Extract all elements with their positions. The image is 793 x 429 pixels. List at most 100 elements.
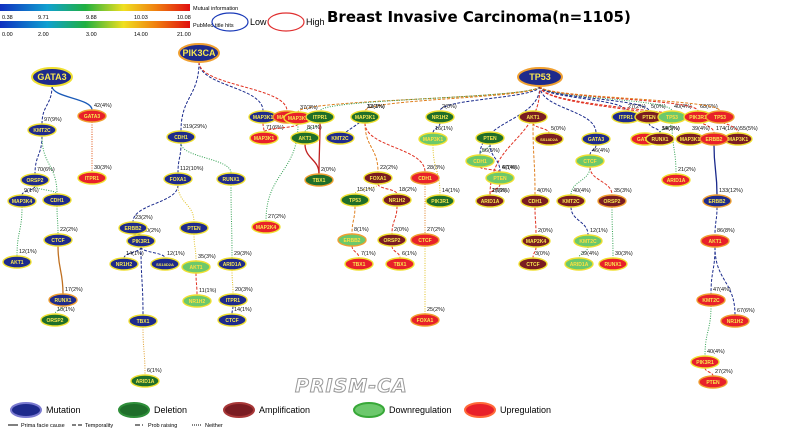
low-label: Low [250, 17, 267, 27]
node-shape [517, 67, 563, 87]
edge-kmt2c_a-orsp2_a [34, 135, 43, 175]
node-arid1a_a[interactable]: ARID1A [217, 257, 247, 271]
node-shape [109, 257, 139, 271]
edge-label: 27(2%) [268, 214, 286, 220]
node-tbx1_a[interactable]: TBX1 [128, 314, 158, 328]
node-tbx1_b[interactable]: TBX1 [304, 173, 334, 187]
node-pik3r1_a[interactable]: PIK3R1 [126, 234, 156, 248]
node-cdh1_e[interactable]: CDH1 [520, 194, 550, 208]
node-gata3u[interactable]: GATA3 [77, 109, 107, 123]
node-akt1_b[interactable]: AKT1 [181, 260, 211, 274]
node-runx1_d[interactable]: RUNX1 [645, 132, 675, 146]
node-nr1h2_b[interactable]: NR1H2 [182, 294, 212, 308]
node-pten_c[interactable]: PTEN [485, 171, 515, 185]
node-ctcf_b[interactable]: CTCF [217, 313, 247, 327]
node-erbb2_a[interactable]: ERBB2 [118, 221, 148, 235]
node-shape [217, 313, 247, 327]
node-ctcf_c[interactable]: CTCF [410, 233, 440, 247]
node-tp53_d[interactable]: TP53 [705, 110, 735, 124]
node-orsp2_b[interactable]: ORSP2 [40, 313, 70, 327]
node-cdh1_d[interactable]: CDH1 [465, 154, 495, 168]
node-nr1h2_d[interactable]: NR1H2 [425, 110, 455, 124]
node-tbx1_c[interactable]: TBX1 [344, 257, 374, 271]
node-label: NR1H2 [189, 299, 206, 305]
node-label: MAP3K4 [12, 199, 33, 205]
node-label: TP53 [349, 198, 361, 204]
node-orsp2_c[interactable]: ORSP2 [377, 233, 407, 247]
node-erbb2_d[interactable]: ERBB2 [702, 194, 732, 208]
node-cdh1_a[interactable]: CDH1 [42, 193, 72, 207]
node-foxa1_a[interactable]: FOXA1 [163, 172, 193, 186]
edge-pik3ca-map3k1_a [198, 61, 264, 112]
node-ss18_b[interactable]: SS18D2A [534, 132, 564, 146]
node-orsp2_d[interactable]: ORSP2 [597, 194, 627, 208]
node-cdh1_b[interactable]: CDH1 [166, 130, 196, 144]
node-shape [305, 110, 335, 124]
node-label: AKT1 [298, 136, 311, 142]
node-ctcf_d[interactable]: CTCF [518, 257, 548, 271]
node-gata3_b[interactable]: GATA3 [581, 132, 611, 146]
node-erbb2_c[interactable]: ERBB2 [699, 132, 729, 146]
edge-label: 37(3%) [300, 105, 318, 111]
node-runx1_a[interactable]: RUNX1 [48, 293, 78, 307]
node-orsp2_a[interactable]: ORSP2 [20, 173, 50, 187]
node-kmt2c_a[interactable]: KMT2C [27, 123, 57, 137]
node-nr1h2_a[interactable]: NR1H2 [109, 257, 139, 271]
node-kmt2c_e[interactable]: KMT2C [696, 293, 726, 307]
node-shape [163, 172, 193, 186]
edge-label: 46(4%) [592, 148, 610, 154]
node-pten_b[interactable]: PTEN [475, 131, 505, 145]
node-arid1a_b[interactable]: ARID1A [130, 374, 160, 388]
node-tp53[interactable]: TP53 [517, 67, 563, 87]
node-map2k4_c[interactable]: MAP2K4 [521, 234, 551, 248]
node-pten_a[interactable]: PTEN [179, 221, 209, 235]
node-arid1a_d[interactable]: ARID1A [564, 257, 594, 271]
node-shape [77, 171, 107, 185]
node-runx1_c[interactable]: RUNX1 [598, 257, 628, 271]
node-akt1_e[interactable]: AKT1 [700, 234, 730, 248]
node-itpr1_b[interactable]: ITPR1 [218, 293, 248, 307]
node-itpr1_a[interactable]: ITPR1 [77, 171, 107, 185]
node-erbb2_b[interactable]: ERBB2 [337, 233, 367, 247]
node-label: ERBB2 [344, 238, 361, 244]
node-map3k1_c[interactable]: MAP3K1 [249, 131, 279, 145]
node-itpr1_c[interactable]: ITPR1 [305, 110, 335, 124]
edge-nr1h2_d-map3k1_e [432, 122, 441, 134]
node-gata3[interactable]: GATA3 [31, 67, 73, 87]
node-akt1_c[interactable]: AKT1 [290, 131, 320, 145]
mutual-information-colorbar: Mutual information 0.38 9.71 9.88 10.03 … [0, 4, 238, 21]
node-kmt2c_d[interactable]: KMT2C [573, 234, 603, 248]
node-runx1_b[interactable]: RUNX1 [216, 172, 246, 186]
node-shape [699, 132, 729, 146]
node-arid1a_c[interactable]: ARID1A [475, 194, 505, 208]
node-map3k4_a[interactable]: MAP3K4 [7, 194, 37, 208]
node-foxa1_c[interactable]: FOXA1 [410, 313, 440, 327]
node-ss18_a[interactable]: SS18D2A [150, 257, 180, 271]
node-map3k1_d[interactable]: MAP3K1 [350, 110, 380, 124]
node-foxa1_b[interactable]: FOXA1 [363, 171, 393, 185]
node-kmt2c_c[interactable]: KMT2C [556, 194, 586, 208]
node-ctcf_a[interactable]: CTCF [43, 233, 73, 247]
node-map2k4_b[interactable]: MAP2K4 [251, 220, 281, 234]
node-ctcf_e[interactable]: CTCF [575, 154, 605, 168]
node-tp53_c[interactable]: TP53 [657, 110, 687, 124]
node-kmt2c_b[interactable]: KMT2C [325, 131, 355, 145]
node-arid1a_e[interactable]: ARID1A [661, 173, 691, 187]
edge-label: 8(1%) [307, 125, 322, 131]
node-tbx1_d[interactable]: TBX1 [385, 257, 415, 271]
node-pten_e[interactable]: PTEN [698, 375, 728, 389]
node-akt1_d[interactable]: AKT1 [518, 110, 548, 124]
node-tp53_b[interactable]: TP53 [340, 193, 370, 207]
node-nr1h2_e[interactable]: NR1H2 [720, 314, 750, 328]
node-akt1_a[interactable]: AKT1 [2, 255, 32, 269]
node-pik3r1_b[interactable]: PIK3R1 [425, 194, 455, 208]
node-shape [130, 374, 160, 388]
edge-label: 319(29%) [183, 124, 207, 130]
node-label: CTCF [225, 318, 238, 324]
node-pik3ca[interactable]: PIK3CA [178, 43, 220, 63]
node-map3k1_e[interactable]: MAP3K1 [418, 132, 448, 146]
node-nr1h2_c[interactable]: NR1H2 [382, 193, 412, 207]
node-pik3r1_d[interactable]: PIK3R1 [690, 355, 720, 369]
node-label: RUNX1 [652, 137, 669, 143]
node-cdh1_c[interactable]: CDH1 [410, 171, 440, 185]
